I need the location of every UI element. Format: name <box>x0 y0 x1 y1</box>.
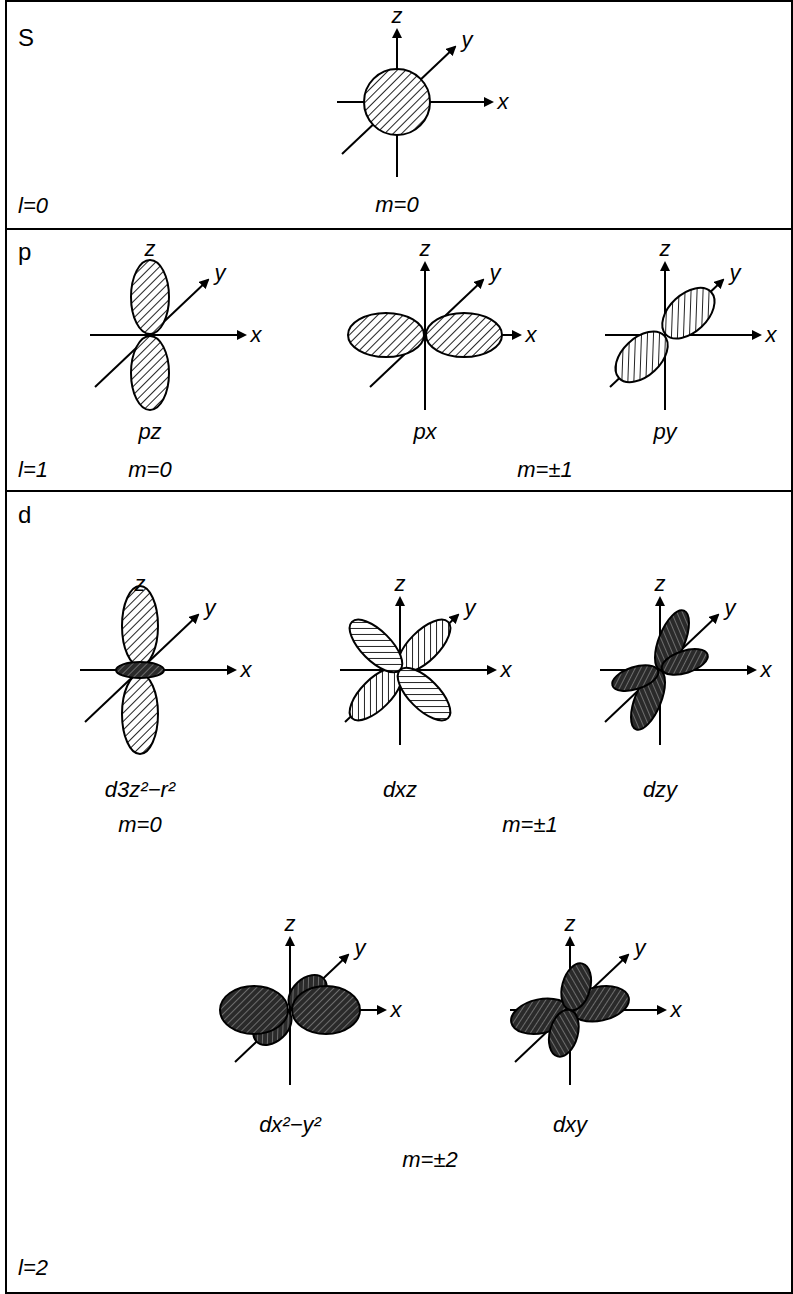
orbital-type-letter: d <box>18 503 31 527</box>
orbital-label: x <box>526 324 537 346</box>
axes <box>337 30 492 177</box>
orbital-label: z <box>655 573 666 595</box>
orbital-label: m=±2 <box>402 1149 457 1171</box>
dxy-orbital <box>508 960 632 1060</box>
orbital-label: x <box>761 659 772 681</box>
orbital-label: y <box>462 29 473 51</box>
orbital-label: x <box>766 324 777 346</box>
orbital-label: l=0 <box>18 195 48 217</box>
orbital-label: x <box>391 999 402 1021</box>
axes <box>600 598 755 745</box>
orbital-label: z <box>285 913 296 935</box>
dx2y2-orbital <box>220 968 360 1053</box>
orbital-type-letter: S <box>18 26 34 50</box>
orbital-label: z <box>392 5 403 27</box>
orbital-label: py <box>653 421 676 443</box>
orbital-label: l=2 <box>18 1257 48 1279</box>
orbital-label: y <box>635 937 646 959</box>
orbital-label: d3z²−r² <box>105 779 175 801</box>
dzy-orbital <box>609 606 711 734</box>
orbital-label: m=±1 <box>517 459 572 481</box>
orbital-label: m=0 <box>375 194 418 216</box>
orbital-label: dx²−y² <box>259 1114 321 1136</box>
orbital-panel: Sz y x l=0 m=0 <box>5 0 793 230</box>
dz2-orbital <box>116 586 164 754</box>
orbital-label: z <box>135 573 146 595</box>
orbital-label: dxy <box>553 1114 587 1136</box>
orbital-label: y <box>355 937 366 959</box>
orbital-label: pz <box>138 421 161 443</box>
axes <box>340 598 495 745</box>
orbital-label: x <box>251 324 262 346</box>
orbital-label: y <box>730 262 741 284</box>
orbital-label: l=1 <box>18 459 48 481</box>
orbital-label: y <box>465 597 476 619</box>
orbital-label: y <box>215 262 226 284</box>
orbital-label: y <box>205 597 216 619</box>
orbital-label: m=0 <box>118 814 161 836</box>
s-orbital <box>364 69 430 135</box>
orbital-label: dxz <box>383 779 417 801</box>
orbital-label: x <box>501 659 512 681</box>
orbital-label: z <box>660 238 671 260</box>
orbital-type-letter: p <box>18 240 31 264</box>
orbital-label: x <box>671 999 682 1021</box>
orbital-label: y <box>490 262 501 284</box>
orbital-panel: pzyxzyxzyxpzpxpyl=1m=0m=±1 <box>5 228 793 492</box>
orbital-label: px <box>413 421 436 443</box>
orbital-label: x <box>241 659 252 681</box>
orbital-label: dzy <box>643 779 677 801</box>
pz-orbital <box>131 260 169 410</box>
px-orbital <box>348 313 502 357</box>
orbital-label: x <box>498 91 509 113</box>
orbital-label: m=0 <box>128 459 171 481</box>
orbital-label: z <box>145 238 156 260</box>
orbital-panel: dzyxzyxzyxzyxzyxd3z²−r²dxzdzym=0m=±1dx²−… <box>5 490 793 1294</box>
orbital-label: z <box>565 913 576 935</box>
py-orbital <box>606 278 724 392</box>
orbital-label: m=±1 <box>502 814 557 836</box>
orbital-label: z <box>420 238 431 260</box>
orbital-label: y <box>725 597 736 619</box>
axes <box>605 263 760 410</box>
dxz-orbital <box>341 611 458 728</box>
orbital-label: z <box>395 573 406 595</box>
